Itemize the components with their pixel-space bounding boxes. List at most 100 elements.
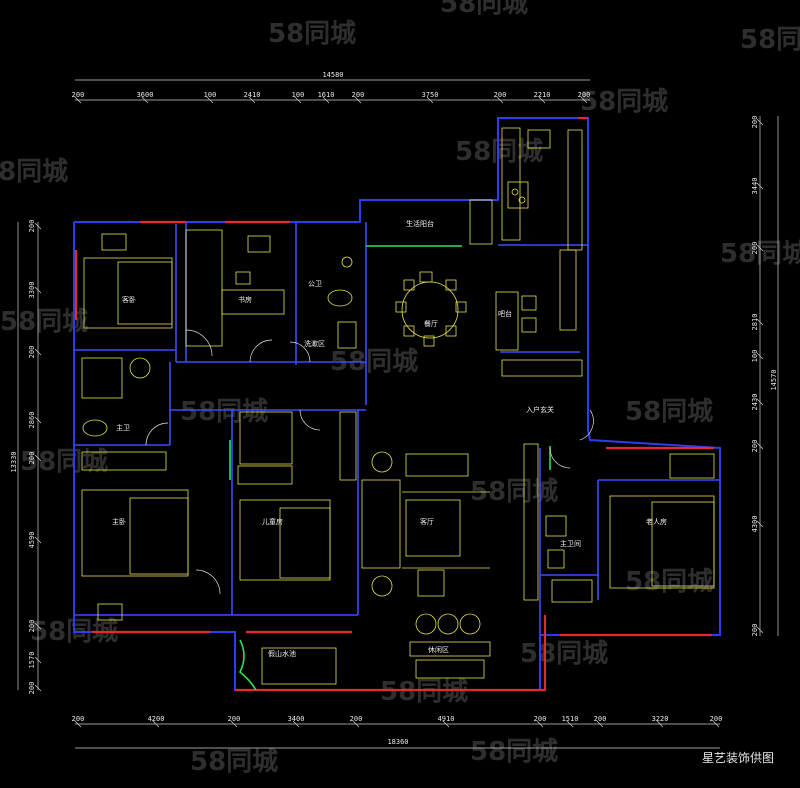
room-label: 主卧 bbox=[112, 517, 126, 526]
dimension-label-bottom: 200 bbox=[350, 715, 363, 723]
room-label: 休闲区 bbox=[428, 645, 449, 654]
dimension-label-bottom: 200 bbox=[594, 715, 607, 723]
watermark: 58同城 bbox=[580, 87, 668, 117]
room-label: 书房 bbox=[238, 295, 252, 304]
dimension-label-left: 200 bbox=[28, 220, 36, 233]
dimension-label-left: 200 bbox=[28, 682, 36, 695]
dimension-tick bbox=[712, 720, 720, 728]
doors bbox=[145, 329, 594, 595]
room-label: 入户玄关 bbox=[526, 405, 554, 414]
watermark: 58同城 bbox=[440, 0, 528, 19]
dimension-tick bbox=[230, 720, 238, 728]
room-label: 餐厅 bbox=[424, 319, 438, 328]
dimension-tick bbox=[352, 720, 360, 728]
dimension-label-right: 3440 bbox=[751, 178, 759, 195]
dimension-label-right: 200 bbox=[751, 242, 759, 255]
dimension-tick bbox=[34, 656, 42, 664]
dimension-label-bottom: 1510 bbox=[562, 715, 579, 723]
room-label: 生活阳台 bbox=[406, 219, 434, 228]
dimension-label-left: 1570 bbox=[28, 652, 36, 669]
dimension-tick bbox=[354, 96, 362, 104]
dimension-tick bbox=[756, 442, 764, 450]
dimension-tick bbox=[536, 720, 544, 728]
room-label: 洗漱区 bbox=[304, 339, 325, 348]
dimension-tick bbox=[756, 318, 764, 326]
dimension-label-top: 200 bbox=[578, 91, 591, 99]
dimension-label-bottom: 200 bbox=[72, 715, 85, 723]
watermark: 58同城 bbox=[190, 747, 278, 777]
room-label: 吧台 bbox=[498, 309, 512, 318]
dimension-tick bbox=[34, 536, 42, 544]
dimension-tick bbox=[656, 720, 664, 728]
dimension-label-top: 2210 bbox=[534, 91, 551, 99]
dimension-total-left: 13330 bbox=[10, 451, 18, 472]
dimension-label-right: 2810 bbox=[751, 314, 759, 331]
dimension-tick bbox=[756, 182, 764, 190]
room-label: 客厅 bbox=[420, 517, 434, 526]
dimension-label-bottom: 3400 bbox=[288, 715, 305, 723]
room-labels: 生活阳台 客卧 书房 公卫 洗漱区 餐厅 吧台 主卫 入户玄关 主卧 儿童房 客… bbox=[112, 219, 667, 658]
dimension-tick bbox=[426, 96, 434, 104]
dimension-label-top: 200 bbox=[494, 91, 507, 99]
dimension-tick bbox=[756, 626, 764, 634]
dimension-tick bbox=[566, 720, 574, 728]
dimension-tick bbox=[206, 96, 214, 104]
dimension-total-bottom: 18360 bbox=[387, 738, 408, 746]
walls bbox=[73, 117, 721, 691]
dimension-label-right: 200 bbox=[751, 440, 759, 453]
dimension-tick bbox=[74, 96, 82, 104]
dimension-tick bbox=[34, 348, 42, 356]
dimension-label-top: 100 bbox=[204, 91, 217, 99]
dimension-lines bbox=[17, 79, 779, 749]
dimension-label-top: 100 bbox=[292, 91, 305, 99]
dimension-label-top: 200 bbox=[352, 91, 365, 99]
dimension-tick bbox=[442, 720, 450, 728]
dimension-label-top: 200 bbox=[72, 91, 85, 99]
dimension-total-right: 14570 bbox=[770, 369, 778, 390]
dimension-tick bbox=[756, 398, 764, 406]
image-credit: 星艺装饰供图 bbox=[701, 751, 774, 765]
dimension-tick bbox=[596, 720, 604, 728]
watermark: 58同城 bbox=[268, 19, 356, 49]
dimension-tick bbox=[538, 96, 546, 104]
dimension-tick bbox=[580, 96, 588, 104]
watermark: 58同城 bbox=[520, 639, 608, 669]
dimension-label-right: 100 bbox=[751, 350, 759, 363]
dimension-tick bbox=[248, 96, 256, 104]
watermark: 58同城 bbox=[740, 25, 800, 55]
watermark: 58同城 bbox=[470, 737, 558, 767]
watermark: 58同城 bbox=[0, 157, 68, 187]
dimension-label-left: 3300 bbox=[28, 282, 36, 299]
dimension-tick bbox=[34, 454, 42, 462]
dimension-total-top: 14580 bbox=[322, 71, 343, 79]
dimension-label-left: 200 bbox=[28, 620, 36, 633]
room-label: 假山水池 bbox=[268, 649, 296, 658]
dimension-tick bbox=[141, 96, 149, 104]
dimension-label-top: 3600 bbox=[137, 91, 154, 99]
dimension-tick bbox=[756, 352, 764, 360]
dimension-label-right: 2430 bbox=[751, 394, 759, 411]
dimension-label-right: 200 bbox=[751, 116, 759, 129]
room-label: 主卫 bbox=[116, 423, 130, 432]
room-label: 老人房 bbox=[646, 517, 667, 526]
watermark: 58同城 bbox=[380, 677, 468, 707]
dimension-tick bbox=[34, 622, 42, 630]
dimension-label-bottom: 200 bbox=[534, 715, 547, 723]
dimension-tick bbox=[34, 286, 42, 294]
dimension-label-bottom: 200 bbox=[228, 715, 241, 723]
dimension-label-left: 200 bbox=[28, 346, 36, 359]
dimension-tick bbox=[34, 222, 42, 230]
dimension-label-bottom: 200 bbox=[710, 715, 723, 723]
dimension-label-top: 3750 bbox=[422, 91, 439, 99]
watermark: 58同城 bbox=[625, 567, 713, 597]
dimension-label-left: 2860 bbox=[28, 412, 36, 429]
dimension-label-top: 2410 bbox=[244, 91, 261, 99]
dimension-label-right: 4300 bbox=[751, 516, 759, 533]
dimension-tick bbox=[74, 720, 82, 728]
room-label: 公卫 bbox=[308, 280, 322, 288]
dimension-tick bbox=[152, 720, 160, 728]
room-label: 客卧 bbox=[122, 295, 136, 304]
dimension-tick bbox=[34, 416, 42, 424]
room-label: 儿童房 bbox=[262, 517, 283, 526]
